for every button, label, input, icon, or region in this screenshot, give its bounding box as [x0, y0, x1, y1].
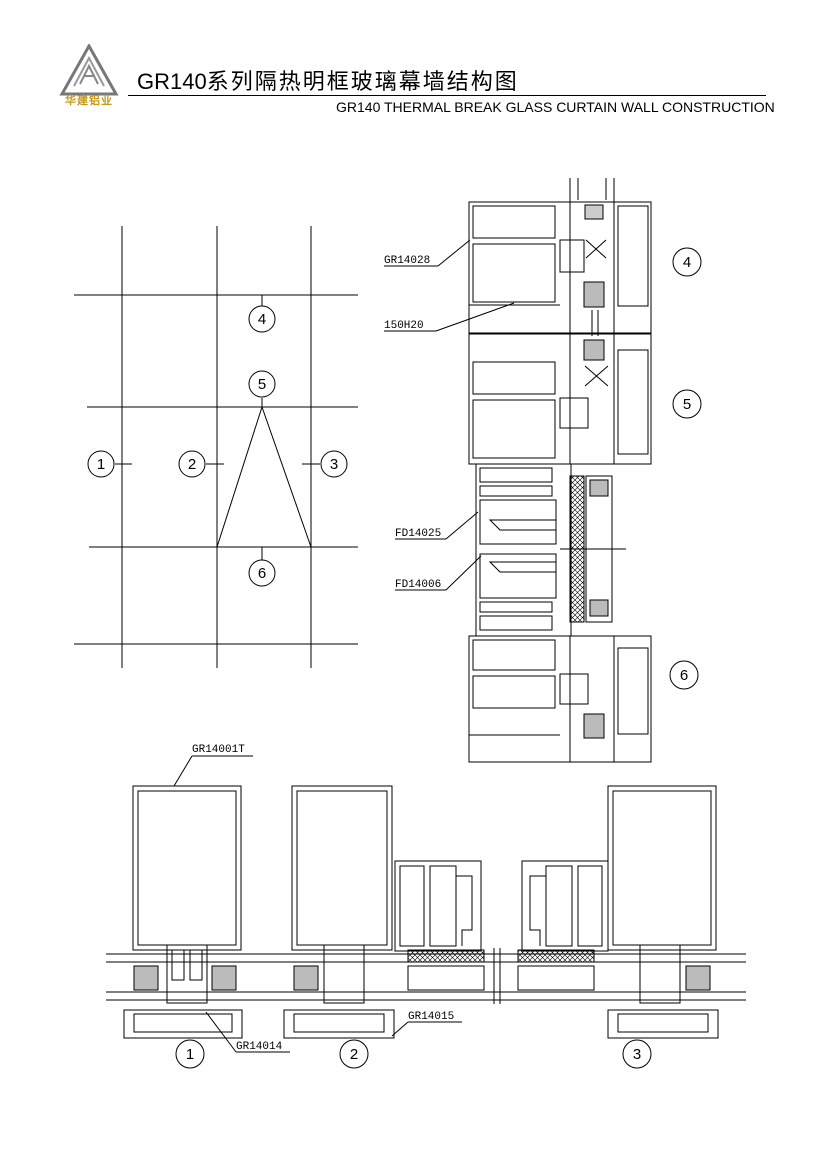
header-rule — [128, 95, 766, 96]
svg-text:6: 6 — [680, 667, 688, 684]
elevation-marker-6: 6 — [248, 559, 276, 587]
page-subtitle: GR140 THERMAL BREAK GLASS CURTAIN WALL C… — [336, 99, 775, 115]
section-marker-5: 5 — [672, 389, 702, 419]
label-150h20: 150H20 — [384, 302, 515, 332]
svg-text:4: 4 — [258, 311, 266, 328]
svg-text:2: 2 — [350, 1046, 358, 1063]
section-marker-3: 3 — [622, 1039, 652, 1069]
svg-text:FD14025: FD14025 — [395, 528, 441, 540]
elevation-diagram — [74, 226, 358, 668]
label-gr14028: GR14028 — [384, 239, 471, 267]
elevation-markers: 4 5 6 1 2 3 — [87, 305, 348, 587]
logo-text: 华建铝业 — [65, 94, 113, 107]
section-marker-1: 1 — [175, 1039, 205, 1069]
svg-text:150H20: 150H20 — [384, 320, 424, 332]
company-logo — [59, 44, 119, 96]
label-fd14025: FD14025 — [395, 511, 479, 540]
svg-text:GR14014: GR14014 — [236, 1041, 283, 1053]
svg-text:1: 1 — [97, 456, 105, 473]
elevation-marker-2: 2 — [178, 450, 206, 478]
svg-text:GR14015: GR14015 — [408, 1011, 454, 1023]
elevation-marker-3: 3 — [320, 450, 348, 478]
svg-text:3: 3 — [330, 456, 338, 473]
horizontal-section — [106, 785, 746, 1039]
svg-text:4: 4 — [683, 254, 691, 271]
label-gr14001t: GR14001T — [173, 744, 253, 787]
svg-text:GR14028: GR14028 — [384, 255, 430, 267]
section-marker-2: 2 — [339, 1039, 369, 1069]
label-gr14014: GR14014 — [205, 1011, 290, 1053]
elevation-marker-5: 5 — [248, 370, 276, 398]
svg-text:1: 1 — [186, 1046, 194, 1063]
svg-text:5: 5 — [683, 396, 691, 413]
vertical-section-labels: GR14028 150H20 FD14025 FD14006 4 5 6 — [384, 239, 702, 690]
page-title: GR140系列隔热明框玻璃幕墙结构图 — [137, 64, 519, 96]
elevation-marker-1: 1 — [87, 450, 115, 478]
svg-text:2: 2 — [188, 456, 196, 473]
svg-text:FD14006: FD14006 — [395, 579, 441, 591]
elevation-marker-4: 4 — [248, 305, 276, 333]
svg-text:6: 6 — [258, 565, 266, 582]
title-cn-text: 系列隔热明框玻璃幕墙结构图 — [206, 70, 519, 95]
label-fd14006: FD14006 — [395, 555, 482, 591]
vertical-section — [468, 178, 652, 763]
svg-text:5: 5 — [258, 376, 266, 393]
section-marker-4: 4 — [672, 247, 702, 277]
section-marker-6: 6 — [669, 660, 699, 690]
title-code: GR140 — [137, 69, 207, 94]
label-gr14015: GR14015 — [391, 1011, 462, 1037]
horizontal-section-labels: GR14001T GR14014 GR14015 1 2 3 — [173, 744, 652, 1069]
svg-text:GR14001T: GR14001T — [192, 744, 245, 756]
svg-text:3: 3 — [633, 1046, 641, 1063]
